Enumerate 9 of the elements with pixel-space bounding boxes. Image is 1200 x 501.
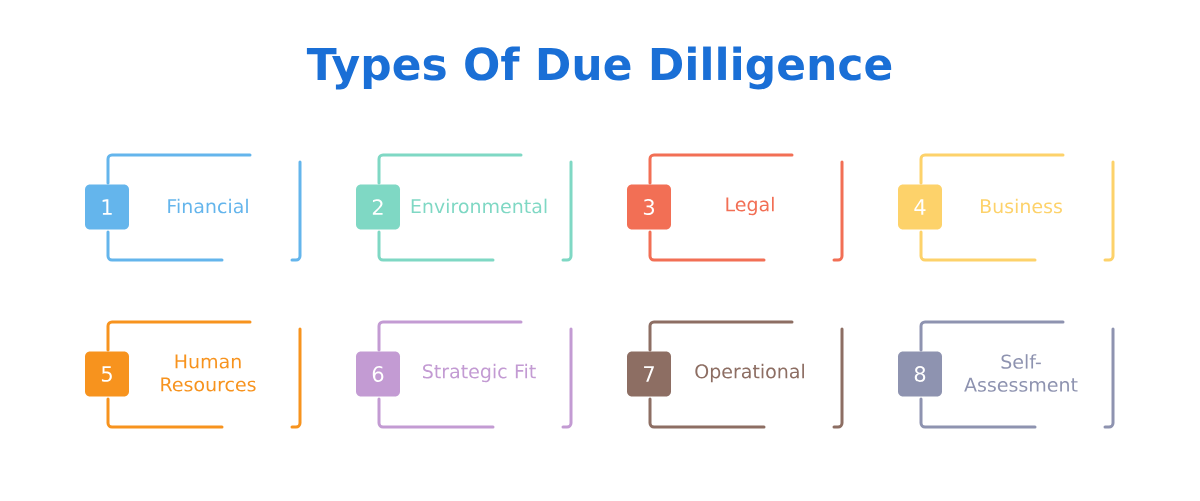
number-badge: 2 bbox=[356, 184, 400, 230]
title: Types Of Due Dilligence bbox=[306, 46, 892, 90]
number-badge: 4 bbox=[898, 184, 942, 230]
number-badge: 8 bbox=[898, 351, 942, 397]
number-badge: 6 bbox=[356, 351, 400, 397]
number-badge: 1 bbox=[85, 184, 129, 230]
number-badge: 5 bbox=[85, 351, 129, 397]
number-badge: 7 bbox=[627, 351, 671, 397]
number-badge: 3 bbox=[627, 184, 671, 230]
